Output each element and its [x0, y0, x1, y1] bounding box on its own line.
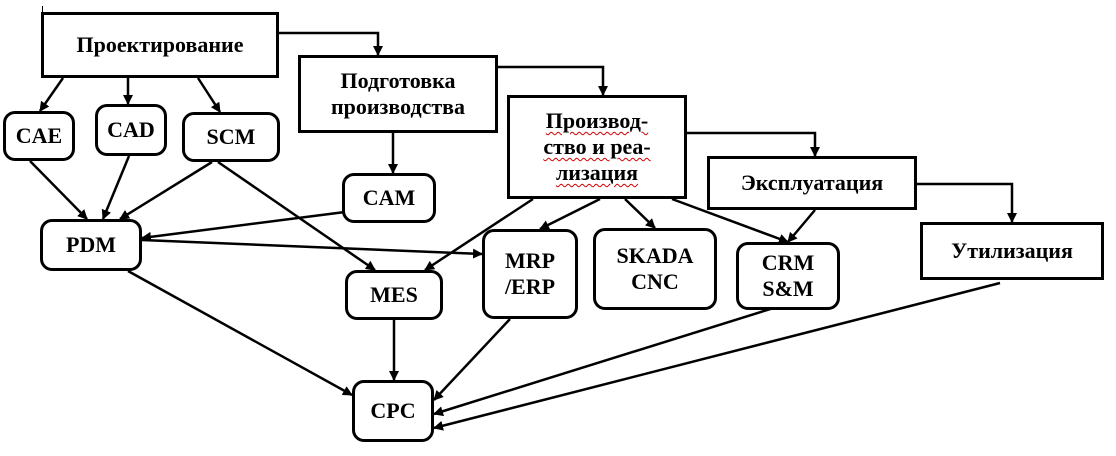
arrow-pdm-to-mrp	[141, 238, 483, 259]
stage-disposal-label: Утилизация	[951, 238, 1073, 264]
stage-operation-box: Эксплуатация	[707, 156, 917, 210]
system-cae-label: CAE	[15, 123, 63, 149]
stage-operation-label: Эксплуатация	[740, 170, 884, 196]
system-cad-label: CAD	[107, 117, 155, 143]
arrow-prod-to-oper	[687, 131, 820, 157]
stage-production-sales-box: Производ- ство и реа- лизация	[507, 95, 687, 199]
system-skada-cnc-label: SKADA CNC	[616, 243, 694, 294]
stage-production-prep-box: Подготовка производства	[298, 55, 498, 133]
stage-production-sales-label: Производ- ство и реа- лизация	[543, 108, 651, 185]
arrow-oper-to-util	[917, 182, 1017, 223]
system-cam-box: CAM	[342, 173, 436, 223]
arrow-oper-to-crm	[787, 209, 816, 243]
system-cam-label: CAM	[362, 185, 416, 211]
system-mes-box: MES	[345, 270, 443, 320]
system-cae-box: CAE	[3, 111, 75, 161]
system-scm-box: SCM	[182, 112, 280, 162]
arrow-crm-to-cpc	[433, 304, 781, 417]
system-mes-label: MES	[370, 282, 418, 308]
arrow-prod-to-mes	[424, 197, 534, 272]
arrow-design-to-cae	[38, 77, 65, 112]
stage-design-box: Проектирование	[41, 12, 279, 78]
arrow-cae-to-pdm	[29, 160, 88, 220]
system-cad-box: CAD	[95, 104, 167, 156]
arrow-cad-to-pdm	[101, 155, 131, 220]
system-cpc-label: CPC	[370, 398, 416, 424]
system-scm-label: SCM	[206, 124, 256, 150]
arrow-scm-to-pdm	[119, 160, 213, 221]
arrow-design-to-prep	[279, 31, 383, 56]
arrow-util-to-cpc	[433, 281, 1001, 431]
arrow-prod-to-skada	[624, 198, 656, 229]
system-mrp-erp-box: MRP /ERP	[482, 229, 578, 319]
arrow-prod-to-mrp	[539, 197, 601, 231]
system-crm-sm-label: CRM S&M	[761, 250, 815, 301]
arrow-prep-to-prod	[498, 65, 608, 96]
system-crm-sm-box: CRM S&M	[736, 242, 840, 310]
arrow-prod-to-crm	[671, 197, 789, 244]
stage-design-label: Проектирование	[76, 32, 244, 58]
system-skada-cnc-box: SKADA CNC	[593, 228, 717, 310]
system-pdm-box: PDM	[40, 219, 142, 271]
arrow-design-to-scm	[196, 77, 222, 113]
system-mrp-erp-label: MRP /ERP	[504, 248, 556, 299]
system-pdm-label: PDM	[65, 232, 117, 258]
arrow-mrp-to-cpc	[433, 318, 511, 401]
arrow-scm-to-mes	[217, 160, 376, 272]
system-cpc-box: CPC	[352, 380, 434, 442]
stage-disposal-box: Утилизация	[920, 222, 1104, 280]
arrow-pdm-to-cpc	[127, 269, 353, 397]
stage-production-prep-label: Подготовка производства	[330, 68, 466, 119]
arrow-cam-to-pdm	[141, 210, 346, 242]
